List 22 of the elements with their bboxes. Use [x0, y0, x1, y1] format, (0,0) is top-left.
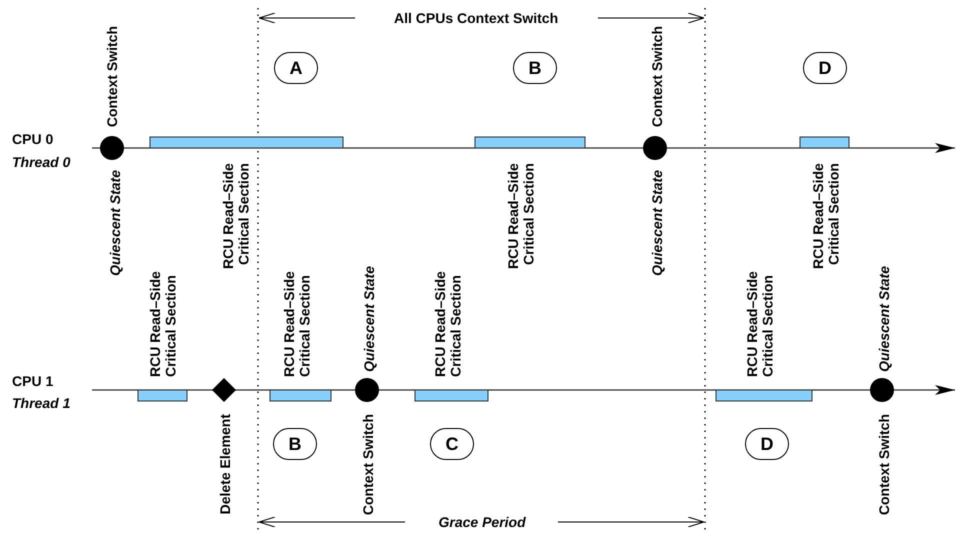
- vertical-label: RCU Read–Side Critical Section: [148, 270, 178, 377]
- vertical-label: Context Switch: [104, 26, 120, 128]
- vertical-label: Quiescent State: [108, 170, 123, 276]
- vertical-label: Quiescent State: [876, 266, 892, 372]
- vertical-label: RCU Read–Side Critical Section: [810, 163, 842, 271]
- dimension-label: Grace Period: [438, 514, 526, 530]
- cpu-label: Thread 1: [12, 396, 70, 412]
- vertical-label: RCU Read–Side Critical Section: [432, 270, 464, 377]
- vertical-label: Quiescent State: [362, 266, 377, 372]
- vertical-label: RCU Read–Side Critical Section: [744, 270, 776, 377]
- vertical-label: RCU Read–Side Critical Section: [506, 163, 536, 271]
- vertical-label: RCU Read–Side Critical Section: [220, 163, 252, 271]
- vertical-label: Context Switch: [650, 26, 665, 128]
- vertical-label: Quiescent State: [650, 170, 665, 276]
- cpu-label: Thread 0: [12, 155, 70, 170]
- dimension-label: All CPUs Context Switch: [394, 10, 558, 26]
- vertical-label: Delete Element: [218, 414, 233, 514]
- cpu-label: CPU 1: [12, 374, 54, 390]
- vertical-label: Context Switch: [360, 414, 376, 516]
- cpu-label: CPU 0: [12, 132, 54, 148]
- vertical-label: RCU Read–Side Critical Section: [282, 270, 312, 377]
- vertical-label: Context Switch: [876, 414, 892, 516]
